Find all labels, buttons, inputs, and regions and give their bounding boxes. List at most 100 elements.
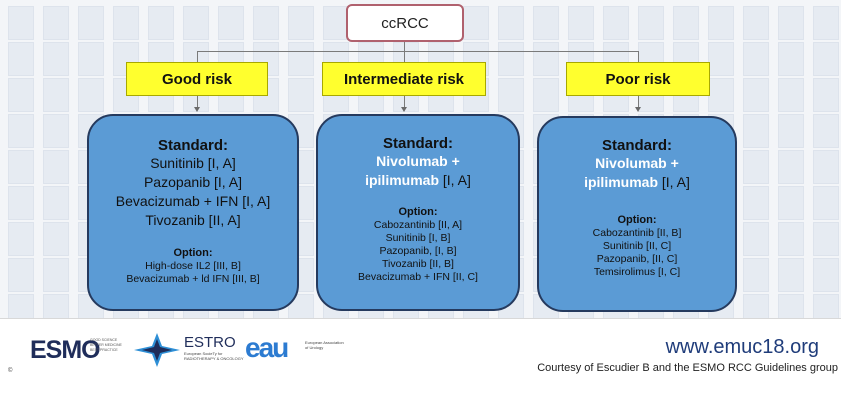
background-window: [778, 222, 804, 256]
evidence-level: [I, A]: [439, 172, 471, 188]
option-item: Bevacizumab + IFN [II, C]: [358, 271, 478, 283]
background-window: [813, 222, 839, 256]
option-header: Option:: [617, 214, 657, 226]
risk-label: Poor risk: [605, 70, 671, 88]
arrow-poor-shaft: [638, 96, 639, 108]
background-window: [288, 78, 314, 112]
option-item: High-dose IL2 [III, B]: [145, 260, 241, 272]
footer-divider: [0, 318, 841, 319]
treatment-box-poor: Standard: Nivolumab + ipilimumab [I, A] …: [537, 116, 737, 312]
background-window: [43, 294, 69, 318]
highlight-text: Nivolumab +: [376, 153, 460, 169]
background-window: [568, 6, 594, 40]
background-window: [778, 186, 804, 220]
highlight-text: ipilimumab: [584, 174, 658, 190]
eau-logo: eau: [245, 332, 289, 363]
standard-item: ipilimumab [I, A]: [539, 173, 735, 192]
background-window: [708, 42, 734, 76]
background-window: [533, 78, 559, 112]
arrow-poor-head: [635, 107, 641, 112]
standard-section: Standard: Nivolumab + ipilimumab [I, A]: [539, 137, 735, 192]
background-window: [778, 42, 804, 76]
courtesy-text: Courtesy of Escudier B and the ESMO RCC …: [537, 362, 838, 374]
background-window: [813, 186, 839, 220]
background-window: [288, 6, 314, 40]
standard-section: Standard: Nivolumab + ipilimumab [I, A]: [318, 135, 518, 190]
option-section: Option: Cabozantinib [II, A] Sunitinib […: [318, 206, 518, 284]
option-item: Cabozantinib [II, B]: [592, 227, 682, 239]
background-window: [813, 78, 839, 112]
eau-tagline: European Association of Urology: [305, 340, 344, 350]
option-item: Sunitinib [I, B]: [385, 232, 451, 244]
background-window: [8, 78, 34, 112]
background-window: [43, 258, 69, 292]
background-window: [43, 150, 69, 184]
option-header: Option:: [398, 206, 438, 218]
background-window: [778, 294, 804, 318]
background-window: [43, 222, 69, 256]
root-label: ccRCC: [381, 14, 429, 32]
standard-item: Pazopanib [I, A]: [143, 174, 243, 190]
risk-header-poor: Poor risk: [566, 62, 710, 96]
connector-right-down: [638, 51, 639, 62]
background-window: [8, 6, 34, 40]
standard-item: Bevacizumab + IFN [I, A]: [115, 193, 271, 209]
background-window: [43, 78, 69, 112]
background-window: [778, 258, 804, 292]
background-window: [813, 150, 839, 184]
background-window: [218, 6, 244, 40]
background-window: [813, 114, 839, 148]
risk-label: Good risk: [161, 70, 232, 88]
estro-star-icon: [134, 333, 180, 367]
background-window: [813, 294, 839, 318]
background-window: [743, 222, 769, 256]
highlight-text: ipilimumab: [365, 172, 439, 188]
option-header: Option:: [173, 247, 213, 259]
background-window: [743, 150, 769, 184]
background-window: [498, 6, 524, 40]
highlight-text: Nivolumab +: [595, 155, 679, 171]
copyright-mark: ©: [8, 368, 13, 374]
standard-header: Standard:: [382, 135, 453, 152]
risk-header-good: Good risk: [126, 62, 268, 96]
background-window: [43, 114, 69, 148]
background-window: [813, 6, 839, 40]
arrow-intermediate-head: [401, 107, 407, 112]
background-window: [638, 6, 664, 40]
background-window: [673, 6, 699, 40]
arrow-good-shaft: [197, 96, 198, 108]
background-window: [113, 6, 139, 40]
background-window: [778, 78, 804, 112]
background-window: [78, 78, 104, 112]
standard-item: Nivolumab +: [539, 154, 735, 173]
connector-horizontal: [197, 51, 638, 52]
background-window: [8, 258, 34, 292]
option-item: Bevacizumab + ld IFN [III, B]: [126, 273, 260, 285]
background-window: [498, 42, 524, 76]
treatment-box-intermediate: Standard: Nivolumab + ipilimumab [I, A] …: [316, 114, 520, 311]
background-window: [708, 6, 734, 40]
arrow-intermediate-shaft: [404, 96, 405, 108]
background-window: [813, 258, 839, 292]
standard-item: Sunitinib [I, A]: [150, 155, 236, 171]
background-window: [533, 6, 559, 40]
option-item: Cabozantinib [II, A]: [373, 219, 463, 231]
background-window: [743, 114, 769, 148]
background-window: [743, 186, 769, 220]
background-window: [778, 114, 804, 148]
connector-root-down: [404, 42, 405, 52]
evidence-level: [I, A]: [658, 174, 690, 190]
background-window: [323, 6, 349, 40]
option-item: Pazopanib, [II, C]: [596, 253, 678, 265]
risk-label: Intermediate risk: [343, 70, 465, 88]
website-url: www.emuc18.org: [665, 336, 819, 358]
background-window: [43, 6, 69, 40]
background-window: [743, 78, 769, 112]
background-window: [533, 42, 559, 76]
connector-left-down: [197, 51, 198, 62]
footer: [0, 318, 841, 403]
background-window: [148, 6, 174, 40]
background-window: [463, 6, 489, 40]
background-window: [743, 258, 769, 292]
option-item: Temsirolimus [I, C]: [593, 266, 681, 278]
